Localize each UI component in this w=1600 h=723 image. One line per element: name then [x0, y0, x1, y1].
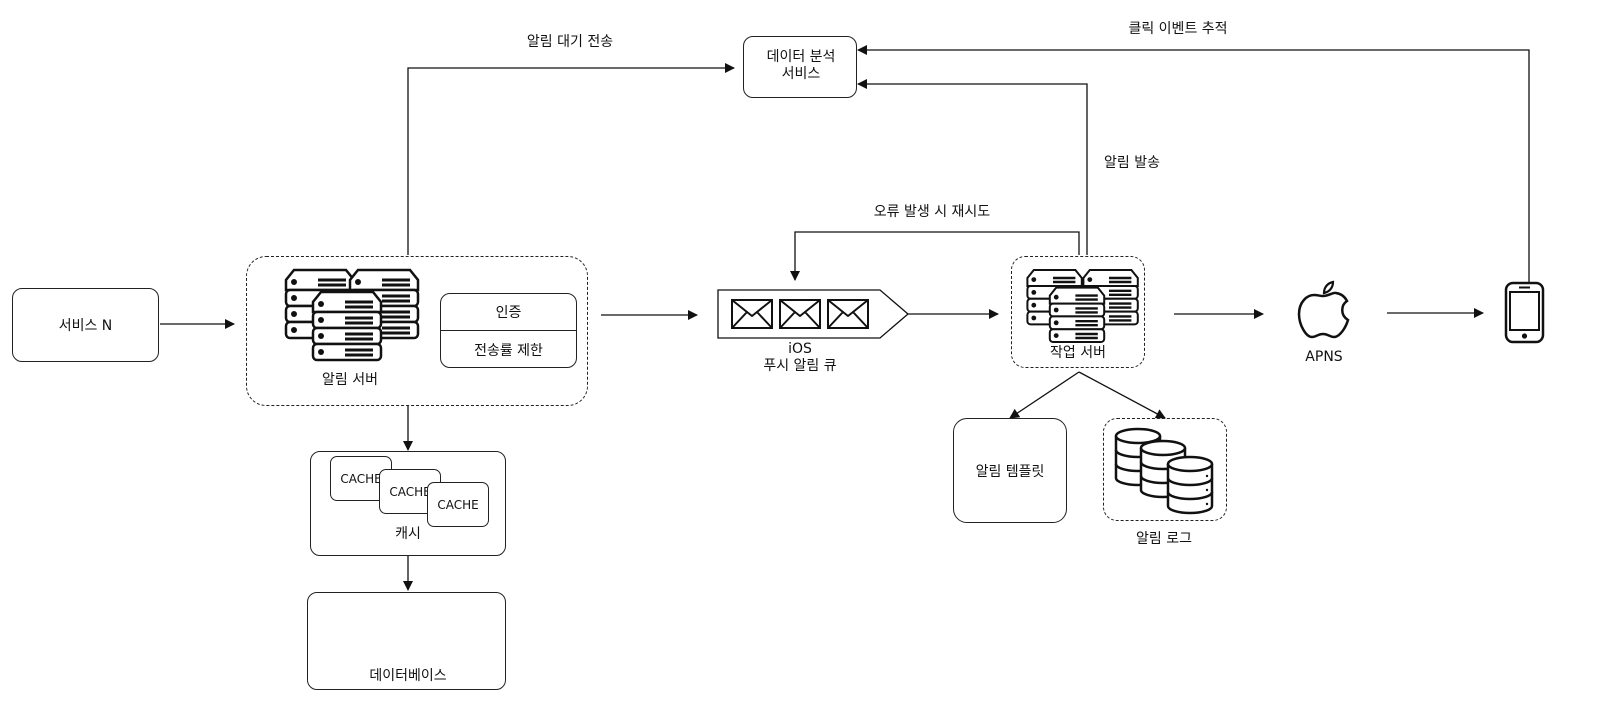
worker-group: [1011, 256, 1145, 368]
cache-group-label: 캐시: [395, 526, 421, 542]
arrow-worker-to-template: [1009, 371, 1080, 419]
service-n-box: 서비스 N: [12, 288, 159, 362]
arrow-click-tracking: [857, 45, 1530, 282]
push-queue-icon: [717, 289, 909, 339]
arrow-worker-to-analytics: [857, 79, 1088, 255]
arrow-worker-to-log: [1078, 371, 1166, 419]
notification-server-label: 알림 서버: [322, 372, 378, 388]
arrow-retry: [790, 231, 1080, 281]
worker-label: 작업 서버: [1050, 345, 1106, 361]
apple-logo-icon: [1297, 280, 1350, 339]
edge-label-retry: 오류 발생 시 재시도: [873, 204, 991, 220]
analytics-label-line2: 서비스: [781, 66, 821, 82]
database-box: [307, 592, 506, 690]
notification-server-group: [246, 256, 588, 406]
arrow-server-to-analytics: [407, 63, 735, 255]
log-group: [1103, 418, 1227, 521]
analytics-label-line1: 데이터 분석: [766, 49, 836, 65]
service-n-label: 서비스 N: [58, 318, 113, 334]
cache-card: CACHE: [427, 482, 489, 527]
queue-label-line1: iOS: [788, 341, 812, 357]
analytics-box: 데이터 분석 서비스: [743, 36, 857, 98]
template-box: 알림 템플릿: [953, 418, 1067, 523]
edge-label-click-tracking: 클릭 이벤트 추적: [1128, 21, 1228, 37]
apns-label: APNS: [1305, 349, 1343, 365]
envelope-icon: [827, 299, 869, 329]
auth-rate-limit-box: 인증 전송률 제한: [440, 293, 577, 368]
envelope-icon: [779, 299, 821, 329]
envelope-icon: [731, 299, 773, 329]
edge-label-to-analytics: 알림 대기 전송: [526, 34, 614, 50]
auth-divider: [441, 330, 576, 331]
auth-label: 인증: [495, 305, 522, 321]
queue-label-line2: 푸시 알림 큐: [763, 358, 837, 374]
rate-limit-label: 전송률 제한: [474, 342, 543, 359]
log-label: 알림 로그: [1136, 531, 1192, 547]
smartphone-icon: [1504, 281, 1545, 344]
template-label: 알림 템플릿: [975, 463, 1045, 480]
edge-label-sent: 알림 발송: [1104, 155, 1160, 171]
database-label: 데이터베이스: [369, 668, 447, 684]
